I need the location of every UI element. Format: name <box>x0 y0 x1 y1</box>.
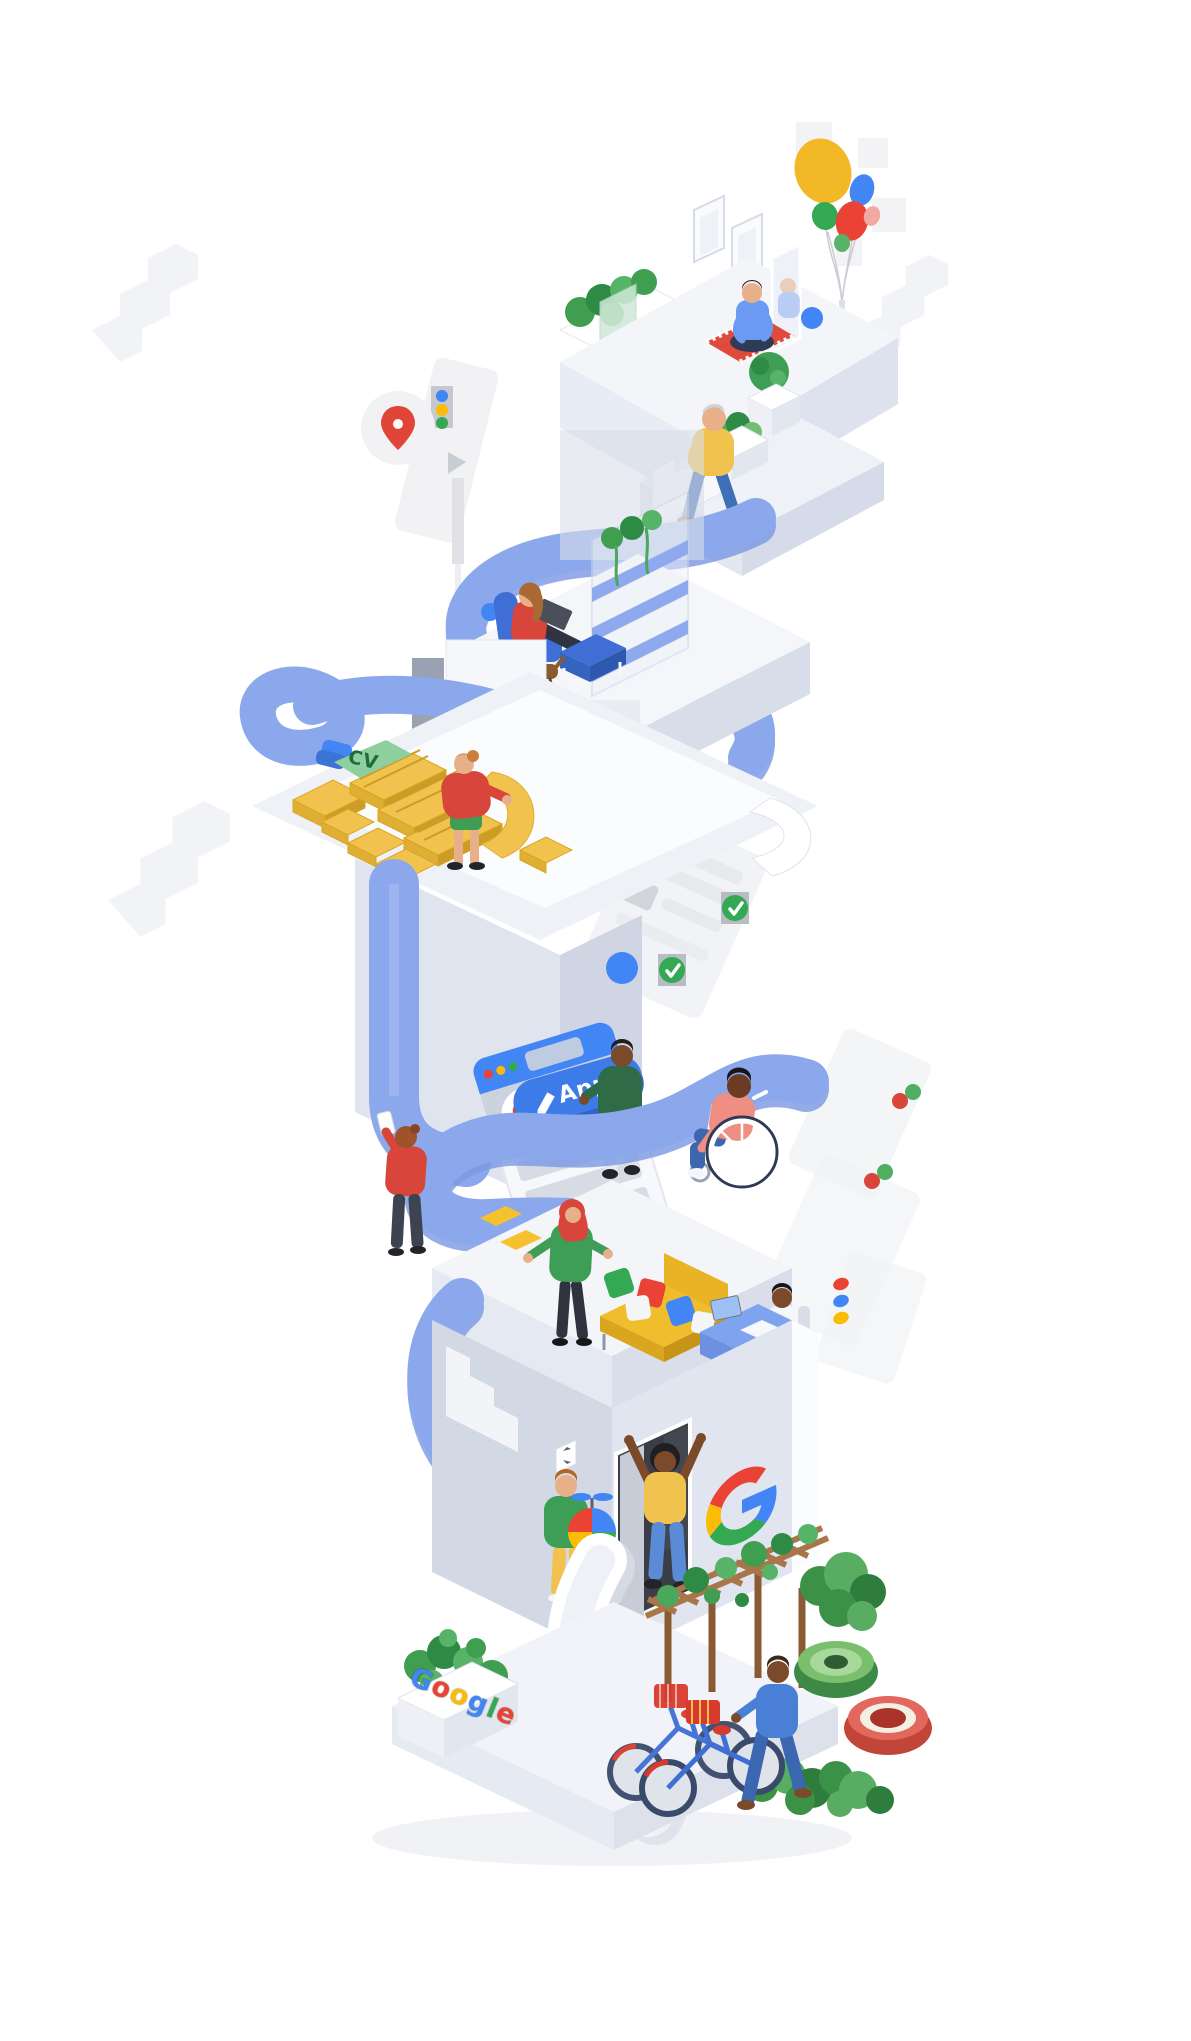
balloon-small-green <box>834 234 850 252</box>
elevator-sign <box>555 1439 577 1474</box>
dot-red <box>892 1093 908 1109</box>
window-dot-green <box>508 1062 518 1072</box>
check-badge <box>658 954 686 986</box>
ghost-stairs-left <box>108 801 230 937</box>
pillow-blue <box>665 1295 697 1327</box>
hair <box>518 582 544 623</box>
ground-floor: Google <box>392 1524 932 1850</box>
blue-ball <box>801 307 823 329</box>
bike-walker <box>731 1655 812 1810</box>
balloon-pink <box>863 206 881 226</box>
balloon-blue <box>849 174 875 206</box>
ghost-stairs-top-left <box>92 244 198 362</box>
building-edge-highlight <box>792 1320 818 1572</box>
ghost-triangle <box>448 452 466 474</box>
ottoman <box>560 634 626 682</box>
dot-green <box>877 1164 893 1180</box>
rooftop-terrace <box>558 194 898 576</box>
ground-top-face <box>392 1602 838 1812</box>
planter-side <box>444 1684 518 1758</box>
check-circle <box>659 957 685 983</box>
pergola <box>644 1524 830 1702</box>
google-planter: Google <box>396 1629 522 1758</box>
pergola-vines <box>657 1524 818 1607</box>
balloon-yellow <box>794 138 852 204</box>
laptop <box>535 598 573 630</box>
planter-front <box>398 1698 444 1758</box>
dot-blue <box>436 390 448 402</box>
dot-yellow <box>436 404 448 416</box>
ghost-card-body <box>758 1154 920 1347</box>
bike-front <box>639 1700 785 1817</box>
sheet-curl <box>748 797 812 877</box>
dot-red <box>864 1173 880 1189</box>
door-glass <box>700 209 718 256</box>
ghost-card-body <box>788 1028 931 1198</box>
ghost-pin-card <box>361 357 499 694</box>
check-icon <box>665 963 681 978</box>
hijab-person <box>523 1199 613 1346</box>
watermelon-tire-planter <box>844 1696 932 1755</box>
up-down-arrows-icon <box>563 1447 571 1464</box>
balloon-green <box>811 202 839 230</box>
window-dot-red <box>483 1069 493 1079</box>
dot-red <box>833 1277 849 1291</box>
google-dots-card <box>816 1252 926 1384</box>
google-bikes <box>607 1684 785 1817</box>
balloon-red <box>835 201 869 241</box>
pillow-green <box>603 1267 635 1299</box>
ghost-square <box>858 138 888 168</box>
resume-sheet <box>300 690 780 908</box>
floating-note <box>480 1206 522 1226</box>
bushes-right <box>800 1552 886 1631</box>
cv-floor: CV <box>252 672 818 940</box>
blue-ball-floating <box>606 952 638 984</box>
office-floor <box>432 1180 816 1412</box>
ghost-pole <box>452 478 464 564</box>
laptop <box>710 1295 742 1321</box>
worker-head <box>772 1288 792 1308</box>
check-circle <box>722 895 748 921</box>
dot-green <box>436 417 448 429</box>
resume-arranger <box>441 750 512 870</box>
ghost-cards-right <box>758 1028 931 1384</box>
building-stairs <box>446 1346 518 1452</box>
meditating-person <box>730 280 774 352</box>
ghost-line <box>661 898 722 932</box>
check-badge <box>721 892 749 924</box>
window-dot-yellow <box>496 1065 506 1075</box>
balloon-strings <box>825 204 863 303</box>
floating-note <box>500 1230 542 1250</box>
phone-person <box>376 1110 427 1256</box>
pin-dot <box>393 419 403 429</box>
kiwi-tire-planter <box>794 1641 878 1698</box>
dot-blue <box>833 1294 849 1308</box>
terrace-right-face <box>742 462 884 576</box>
check-icon <box>728 901 744 916</box>
pillow-white <box>625 1295 651 1321</box>
google-g-logo <box>706 1466 777 1546</box>
dot-yellow <box>833 1311 849 1325</box>
topiary-plant <box>746 352 802 436</box>
ghost-card-body <box>394 357 499 543</box>
wheelchair-user <box>688 1067 779 1189</box>
celebrating-person <box>624 1433 706 1591</box>
dot-green <box>905 1084 921 1100</box>
wheel-spokes <box>711 1121 773 1183</box>
cv-card: CV <box>315 739 412 778</box>
mirror-reflection <box>778 278 800 318</box>
window-tab <box>524 1037 584 1071</box>
